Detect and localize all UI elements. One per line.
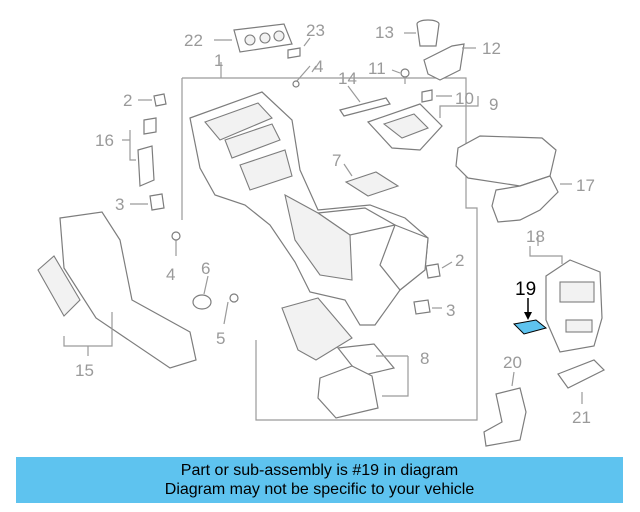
part-7-mat	[344, 171, 400, 197]
callout-23: 23	[306, 21, 325, 40]
assembly-frame	[182, 77, 478, 421]
callout-5: 5	[216, 329, 225, 348]
callout-17: 17	[576, 176, 595, 195]
part-2-clip-right	[425, 263, 441, 279]
callout-2b: 2	[455, 251, 464, 270]
callout-15: 15	[75, 361, 94, 380]
info-banner: Part or sub-assembly is #19 in diagram D…	[16, 457, 623, 503]
callout-22: 22	[184, 31, 203, 50]
part-22-panel	[233, 23, 293, 53]
part-21-vent	[557, 359, 606, 389]
part-18-rear-vent	[545, 259, 603, 353]
center-console	[189, 91, 429, 326]
callout-10: 10	[455, 89, 474, 108]
callout-16: 16	[95, 131, 114, 150]
callout-3: 3	[115, 195, 124, 214]
part-12-insert	[423, 43, 465, 81]
part-23-clip	[287, 47, 301, 59]
callout-2: 2	[123, 91, 132, 110]
part-20-duct	[483, 387, 527, 447]
banner-line-2: Diagram may not be specific to your vehi…	[164, 481, 475, 498]
part-13-cup	[416, 19, 440, 47]
callout-4: 4	[314, 57, 323, 76]
part-11-bolt	[400, 68, 410, 84]
part-17-armrest	[455, 135, 559, 223]
part-10-clip	[421, 89, 433, 103]
callout-6: 6	[201, 259, 210, 278]
callout-13: 13	[375, 23, 394, 42]
callout-11: 11	[368, 59, 386, 78]
part-16-bracket-lower	[137, 145, 155, 187]
callout-9: 9	[489, 95, 498, 114]
part-2-clip-top	[153, 93, 167, 107]
banner-line-1: Part or sub-assembly is #19 in diagram	[180, 462, 459, 479]
callout-8: 8	[420, 349, 429, 368]
parts-diagram: 1 2 3 4 5 6 7 8 9 10 11 12 13 14 15 16 1…	[37, 19, 606, 447]
part-4-screw-top	[292, 65, 311, 88]
callout-12: 12	[482, 39, 501, 58]
callout-18: 18	[526, 227, 545, 246]
part-8-storage	[281, 297, 396, 419]
part-9-tray	[366, 103, 443, 151]
part-4-screw-left	[171, 231, 181, 256]
part-5-screw	[223, 293, 239, 325]
callout-1: 1	[214, 51, 223, 70]
callout-7: 7	[332, 151, 341, 170]
part-19-highlighted	[512, 298, 548, 335]
part-16-bracket	[143, 117, 157, 135]
part-6-cap	[192, 294, 212, 310]
part-3-clip-right	[413, 299, 431, 315]
callout-4b: 4	[166, 265, 175, 284]
callout-21: 21	[572, 408, 591, 427]
callout-14: 14	[338, 69, 357, 88]
part-3-clip-left	[149, 193, 165, 211]
part-15-side-panel	[37, 211, 197, 369]
part-14-strip	[339, 97, 391, 117]
callout-19: 19	[515, 279, 536, 300]
callout-3b: 3	[446, 301, 455, 320]
callout-20: 20	[503, 353, 522, 372]
